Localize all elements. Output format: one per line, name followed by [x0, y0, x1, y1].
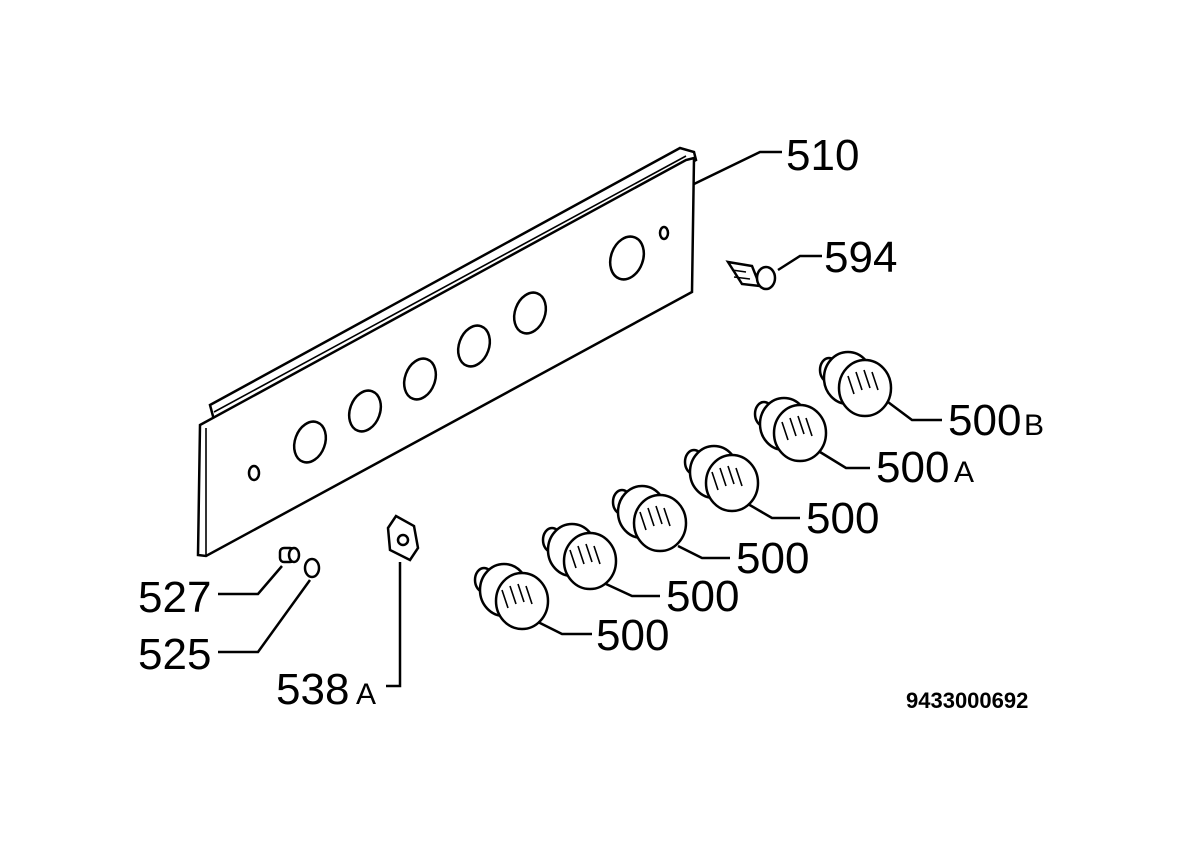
- part-label-500-4: 500: [806, 494, 879, 543]
- part-label-500b: 500: [948, 396, 1021, 445]
- knob-500-1: 500: [473, 562, 669, 660]
- part-label-500a-suffix: A: [954, 456, 974, 489]
- knob-500a: 500 A: [753, 396, 974, 492]
- cap-525: 525: [138, 557, 321, 679]
- part-label-500b-suffix: B: [1024, 409, 1044, 442]
- part-label-500-3: 500: [736, 534, 809, 583]
- knob-500-2: 500: [541, 522, 739, 621]
- part-label-500a: 500: [876, 443, 949, 492]
- part-label-538a: 538: [276, 665, 349, 714]
- part-label-500-1: 500: [596, 611, 669, 660]
- part-label-594: 594: [824, 233, 897, 282]
- clip-538a: 538 A: [276, 514, 420, 714]
- knob-500-3: 500: [611, 484, 809, 583]
- part-label-527: 527: [138, 573, 211, 622]
- part-label-525: 525: [138, 630, 211, 679]
- spacer-527: 527: [138, 546, 301, 622]
- knob-500-4: 500: [683, 444, 879, 543]
- knob-500b: 500 B: [818, 350, 1044, 445]
- part-label-500-2: 500: [666, 572, 739, 621]
- document-number: 9433000692: [906, 688, 1028, 713]
- control-panel: 510: [196, 131, 859, 558]
- part-label-538a-suffix: A: [356, 678, 376, 711]
- part-label-510: 510: [786, 131, 859, 180]
- indicator-bulb: 594: [725, 233, 897, 291]
